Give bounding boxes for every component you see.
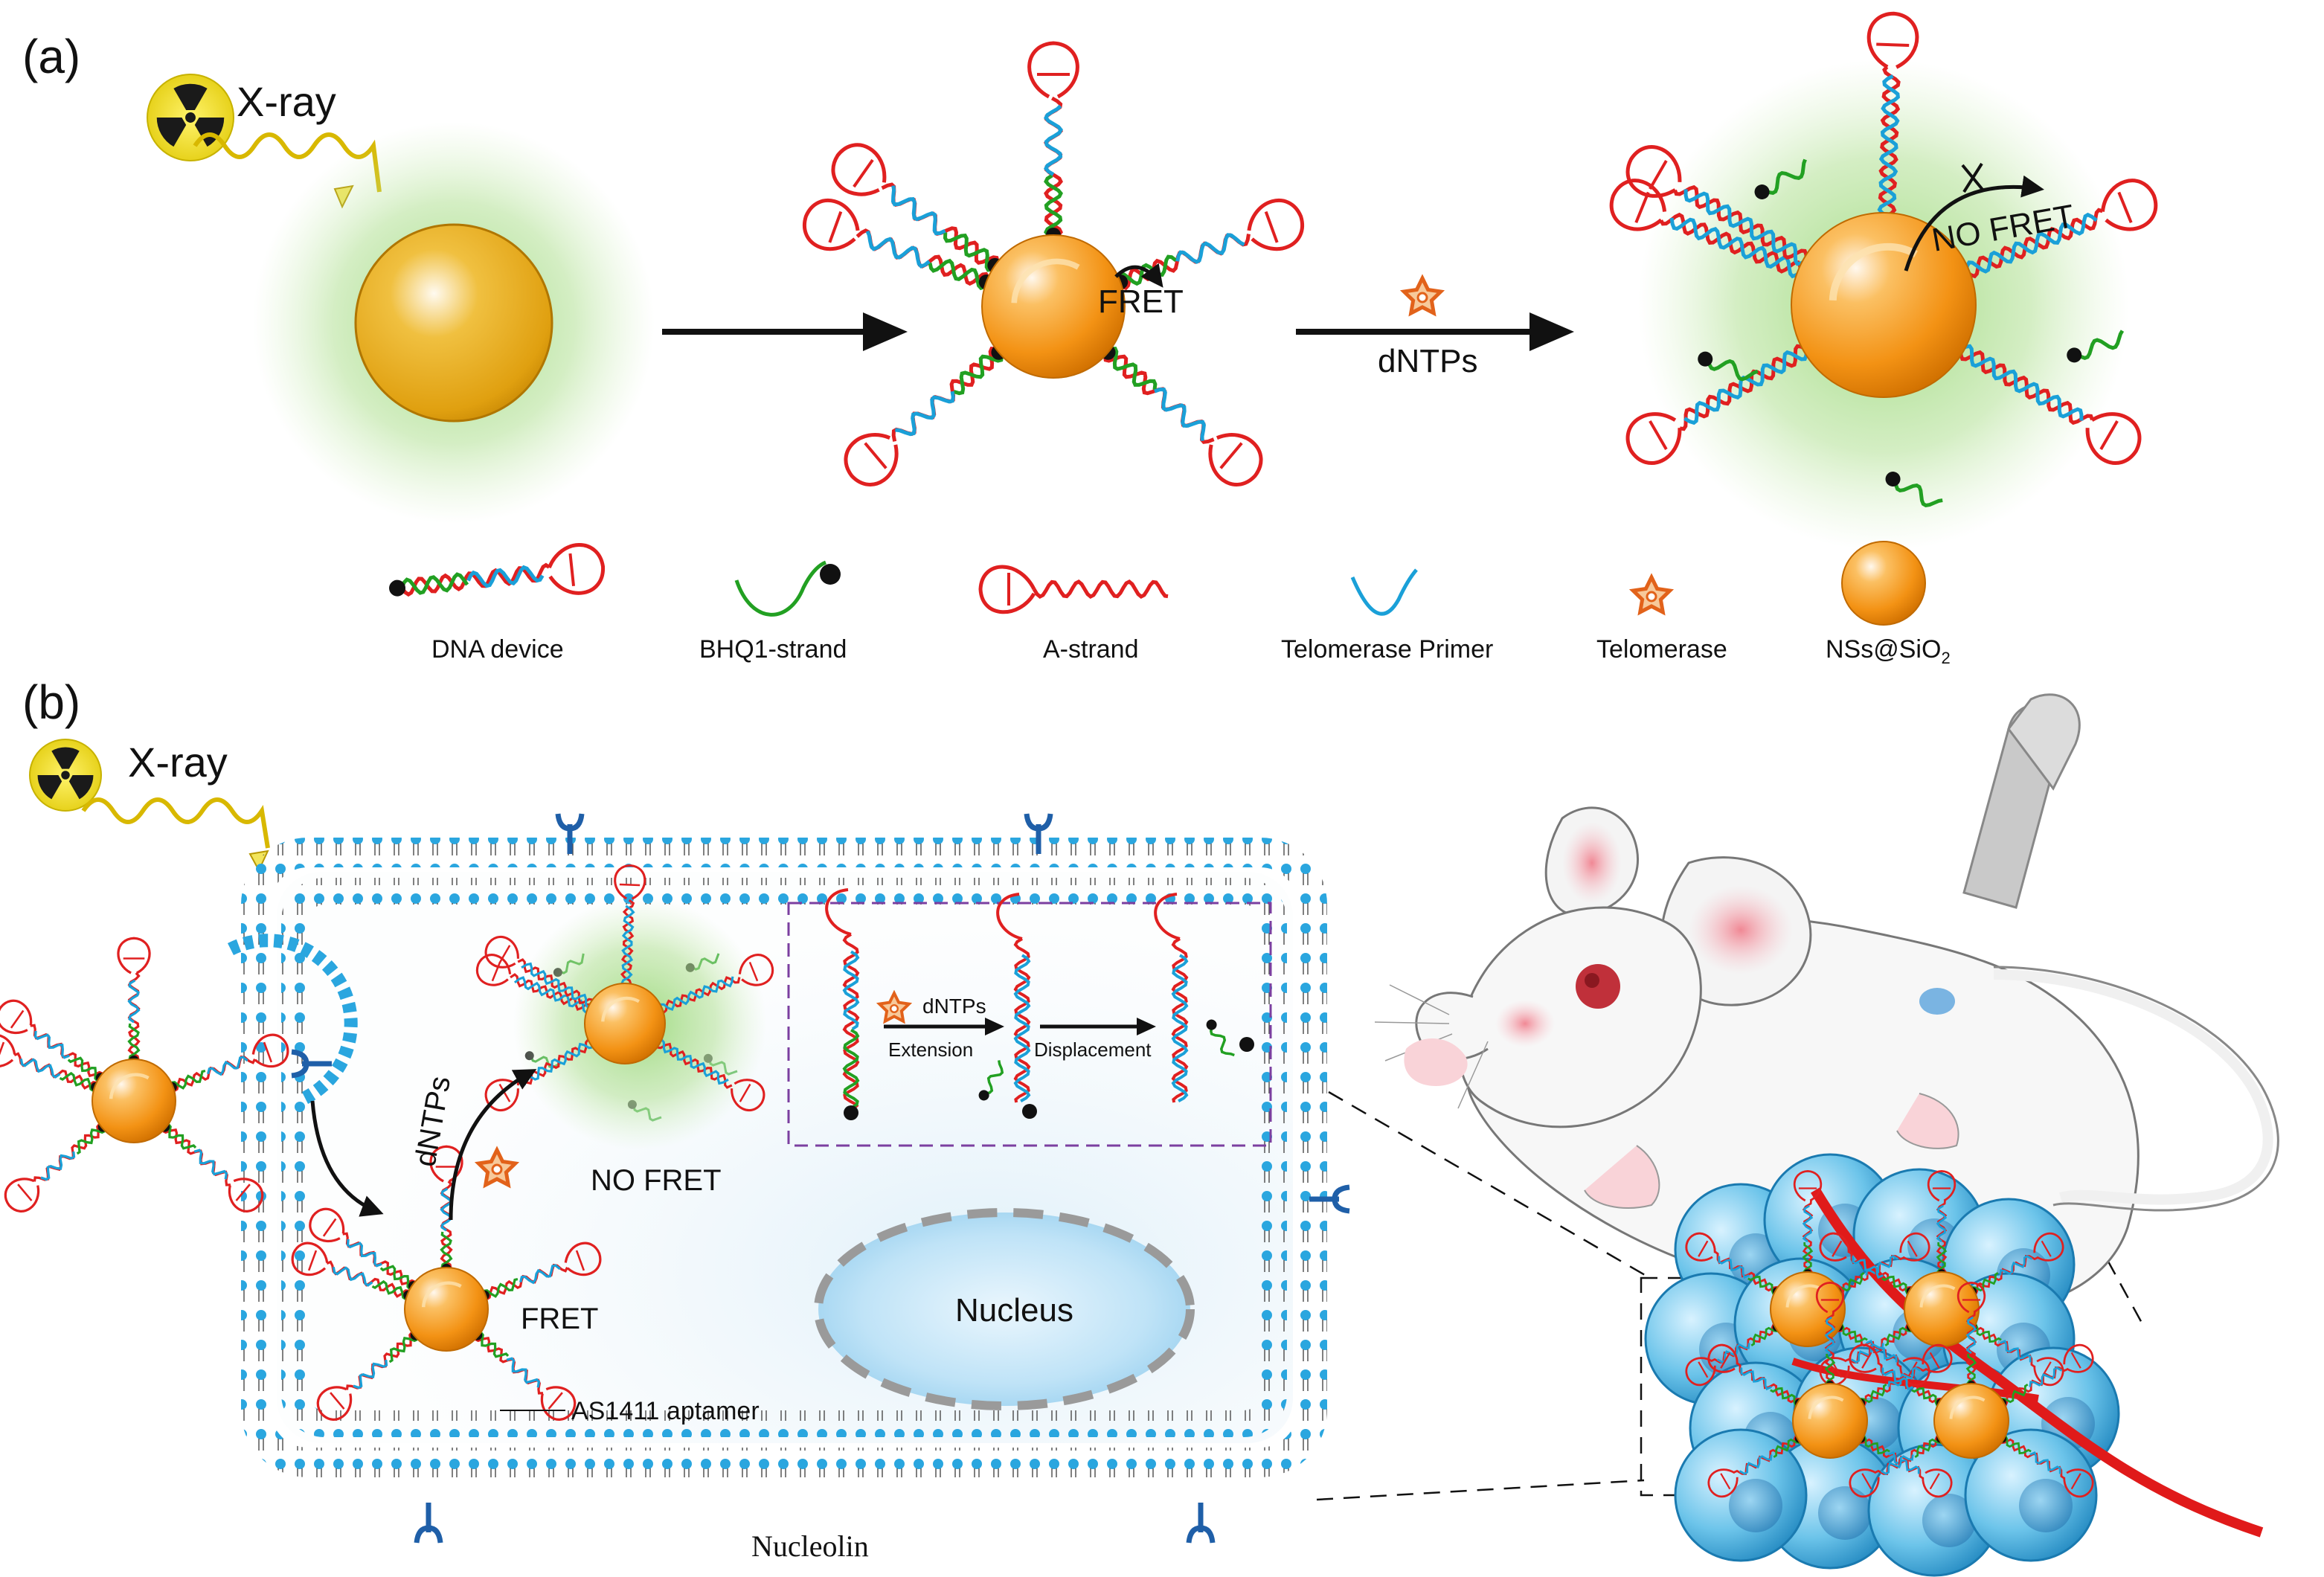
- legend: DNA device BHQ1-strand A-strand Telomera…: [389, 541, 1951, 667]
- inset-displacement: Displacement: [1034, 1038, 1152, 1061]
- radiation-icon: [147, 74, 234, 161]
- telomerase-icon: [1399, 274, 1445, 317]
- legend-dna-device-icon: [389, 543, 606, 597]
- telomerase-icon: [876, 989, 913, 1024]
- legend-telomerase: Telomerase: [1596, 635, 1727, 664]
- legend-bhq1-icon: [734, 560, 841, 617]
- nucleus-label: Nucleus: [955, 1292, 1073, 1329]
- legend-a-strand: A-strand: [1043, 635, 1139, 664]
- nucleolin-label: Nucleolin: [751, 1529, 869, 1563]
- no-fret-label-b: NO FRET: [591, 1164, 722, 1197]
- mouse-illustration: [1374, 693, 2279, 1316]
- dna-nanodevice-intracellular-no-fret: [475, 864, 774, 1111]
- aptamer-label: AS1411 aptamer: [571, 1397, 760, 1425]
- dntps-label-a: dNTPs: [1378, 343, 1477, 379]
- mechanism-inset: [787, 902, 1272, 1147]
- inset-dntps: dNTPs: [922, 995, 986, 1018]
- dna-nanodevice-extracellular: [0, 937, 289, 1213]
- legend-primer-icon: [1350, 568, 1418, 616]
- legend-bhq1: BHQ1-strand: [699, 635, 847, 664]
- xray-wave-a: [193, 132, 382, 193]
- cell-membrane-outer: [241, 838, 1327, 1477]
- legend-nanoparticle-icon: [1841, 541, 1926, 626]
- internalization-arrow: [310, 1100, 384, 1217]
- inset-extension: Extension: [888, 1038, 973, 1061]
- dna-nanodevice-intracellular-fret: [291, 1145, 602, 1421]
- legend-dna-device: DNA device: [431, 635, 564, 664]
- mechanism-inset-strands: [825, 888, 1254, 1120]
- fret-label-b: FRET: [521, 1303, 598, 1335]
- nucleolin-receptors: [291, 813, 1350, 1544]
- nucleus: [814, 1208, 1195, 1410]
- legend-telomerase-primer: Telomerase Primer: [1281, 635, 1493, 664]
- xray-label-b: X-ray: [128, 739, 228, 786]
- cell-membrane-inner: [281, 878, 1287, 1437]
- fret-label-a: FRET: [1098, 283, 1184, 320]
- activation-arrow: [449, 1069, 537, 1221]
- panel-b-label: (b): [22, 675, 80, 729]
- dna-nanodevice-fret: [803, 41, 1304, 486]
- legend-telomerase-icon: [1628, 573, 1675, 616]
- nanoparticle-bare: [354, 223, 553, 423]
- tumor-cell-cluster: [1644, 1153, 2264, 1577]
- legend-nanoparticle: NSs@SiO2: [1826, 635, 1951, 667]
- legend-a-strand-icon: [978, 565, 1169, 614]
- radiation-icon: [29, 739, 102, 812]
- panel-a-label: (a): [22, 30, 80, 83]
- xray-label-a: X-ray: [237, 78, 336, 125]
- telomerase-icon: [474, 1146, 520, 1189]
